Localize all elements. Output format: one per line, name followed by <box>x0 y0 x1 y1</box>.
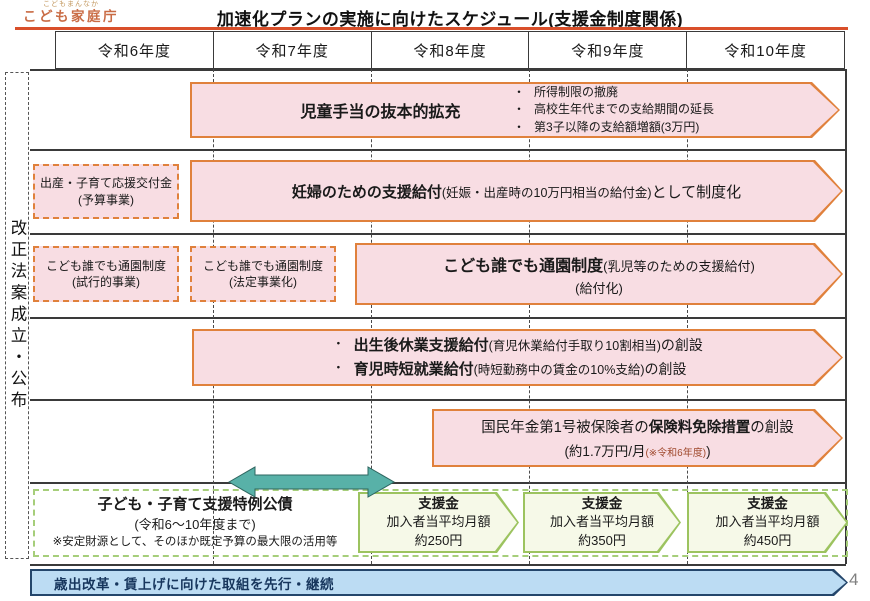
leave-benefit1-name: 出生後休業支援給付 <box>353 336 489 354</box>
year-column-r10: 令和10年度 <box>724 42 807 60</box>
tsuen-benefit-arrow: こども誰でも通園制度(乳児等のための支援給付) (給付化) <box>355 243 843 305</box>
tsuen-statutory-line2: (法定事業化) <box>229 275 297 289</box>
support-fund-line2: 加入者当平均月額 <box>386 514 491 530</box>
pension-line1-bold: 保険料免除措置 <box>648 420 751 436</box>
column-divider <box>687 69 688 564</box>
logo-agency-name: こども家庭庁 <box>23 8 119 24</box>
tsuen-statutory-line1: こども誰でも通園制度 <box>202 258 323 273</box>
bullet-item: 第3子以降の支給額増額(3万円) <box>513 119 714 136</box>
page-title: 加速化プランの実施に向けたスケジュール(支援金制度関係) <box>216 10 684 29</box>
row-divider <box>30 399 846 401</box>
double-arrow-icon <box>228 466 395 498</box>
bottom-reform-arrow: 歳出改革・賃上げに向けた取組を先行・継続 <box>30 569 848 596</box>
leave-benefit2-detail: (時短勤務中の賃金の10%支給) <box>473 362 645 377</box>
row-divider <box>30 149 846 151</box>
legal-bill-label: 改正法案成立・公布 <box>8 218 26 413</box>
child-allowance-title: 児童手当の抜本的拡充 <box>300 104 461 121</box>
row-divider <box>30 233 846 235</box>
support-fund-amount: 約250円 <box>414 533 463 549</box>
support-fund-arrow-r9: 支援金 加入者当平均月額 約350円 <box>523 492 681 553</box>
support-fund-line2: 加入者当平均月額 <box>715 514 820 530</box>
child-allowance-arrow: 児童手当の抜本的拡充 所得制限の撤廃 高校生年代までの支給期間の延長 第3子以降… <box>190 82 840 138</box>
bond-note: ※安定財源として、そのほか既定予算の最大限の活用等 <box>52 536 338 549</box>
pension-line1-post: の創設 <box>750 420 794 436</box>
column-divider <box>213 69 214 564</box>
support-fund-title: 支援金 <box>418 495 459 511</box>
title-underline <box>15 27 848 30</box>
pension-line2-main: (約1.7万円/月 <box>564 444 646 459</box>
maternity-benefit-rest: として制度化 <box>651 183 742 201</box>
logo-arc-text: こどもまんなか <box>43 1 99 8</box>
column-divider <box>371 69 372 564</box>
row-divider <box>30 482 846 484</box>
maternity-benefit-name: 妊婦のための支援給付 <box>291 183 442 201</box>
tsuen-trial-box: こども誰でも通園制度 (試行的事業) <box>33 246 179 302</box>
year-column-r9: 令和9年度 <box>529 32 688 68</box>
support-fund-title: 支援金 <box>581 495 623 511</box>
row-divider <box>30 564 846 566</box>
support-fund-amount: 約350円 <box>578 533 626 549</box>
year-header-row: 令和6年度 令和7年度 令和8年度 令和9年度 令和10年度 <box>55 31 845 69</box>
tsuen-benefit-detail: (乳児等のための支援給付) <box>603 258 755 274</box>
bottom-reform-label: 歳出改革・賃上げに向けた取組を先行・継続 <box>54 576 334 592</box>
column-divider <box>529 69 530 564</box>
maternity-grant-line2: (予算事業) <box>78 192 134 207</box>
bullet-item: 所得制限の撤廃 <box>513 84 714 101</box>
bond-text: 子ども・子育て支援特例公債 (令和6〜10年度まで) ※安定財源として、そのほか… <box>40 495 350 550</box>
maternity-benefit-detail: (妊娠・出産時の10万円相当の給付金) <box>441 185 652 200</box>
child-allowance-bullets: 所得制限の撤廃 高校生年代までの支給期間の延長 第3子以降の支給額増額(3万円) <box>513 84 714 136</box>
pension-line1-pre: 国民年金第1号被保険者の <box>481 420 649 436</box>
pension-exemption-arrow: 国民年金第1号被保険者の保険料免除措置の創設 (約1.7万円/月(※令和6年度)… <box>432 409 843 467</box>
year-column-r7: 令和7年度 <box>214 32 372 68</box>
table-right-border <box>845 69 847 564</box>
leave-benefit-item: 出生後休業支援給付(育児休業給付手取り10割相当)の創設 <box>332 334 703 358</box>
tsuen-trial-line2: (試行的事業) <box>72 275 140 289</box>
legal-bill-box: 改正法案成立・公布 <box>5 72 29 559</box>
tsuen-benefit-line2: (給付化) <box>575 280 623 296</box>
page-number: 4 <box>849 570 859 589</box>
year-column-r6: 令和6年度 <box>56 32 214 68</box>
support-fund-arrow-r8: 支援金 加入者当平均月額 約250円 <box>358 492 519 553</box>
support-fund-amount: 約450円 <box>743 533 792 549</box>
agency-logo: こどもまんなか こども家庭庁 <box>10 1 132 25</box>
maternity-benefit-arrow: 妊婦のための支援給付(妊娠・出産時の10万円相当の給付金)として制度化 <box>190 160 843 222</box>
leave-benefit1-rest: の創設 <box>660 336 703 353</box>
bond-title: 子ども・子育て支援特例公債 <box>97 496 293 513</box>
leave-benefit-item: 育児時短就業給付(時短勤務中の賃金の10%支給)の創設 <box>332 358 703 382</box>
tsuen-statutory-box: こども誰でも通園制度 (法定事業化) <box>190 246 336 302</box>
leave-benefit2-name: 育児時短就業給付 <box>353 360 474 378</box>
leave-benefits-arrow: 出生後休業支援給付(育児休業給付手取り10割相当)の創設 育児時短就業給付(時短… <box>192 329 843 386</box>
pension-line2-close: ) <box>706 444 711 459</box>
leave-benefit2-rest: の創設 <box>644 360 687 377</box>
bond-period: (令和6〜10年度まで) <box>134 516 256 532</box>
leave-benefit1-detail: (育児休業給付手取り10割相当) <box>488 338 661 353</box>
tsuen-trial-line1: こども誰でも通園制度 <box>45 258 166 273</box>
maternity-grant-line1: 出産・子育て応援交付金 <box>39 176 172 191</box>
support-fund-title: 支援金 <box>747 495 788 511</box>
year-column-r8: 令和8年度 <box>372 32 530 68</box>
maternity-grant-box: 出産・子育て応援交付金 (予算事業) <box>33 164 179 219</box>
support-fund-line2: 加入者当平均月額 <box>549 514 654 530</box>
pension-line2-note: (※令和6年度) <box>645 448 707 459</box>
support-fund-arrow-r10: 支援金 加入者当平均月額 約450円 <box>687 492 848 553</box>
row-divider <box>30 69 846 71</box>
tsuen-benefit-name: こども誰でも通園制度 <box>443 257 604 275</box>
bullet-item: 高校生年代までの支給期間の延長 <box>513 101 714 118</box>
row-divider <box>30 317 846 319</box>
